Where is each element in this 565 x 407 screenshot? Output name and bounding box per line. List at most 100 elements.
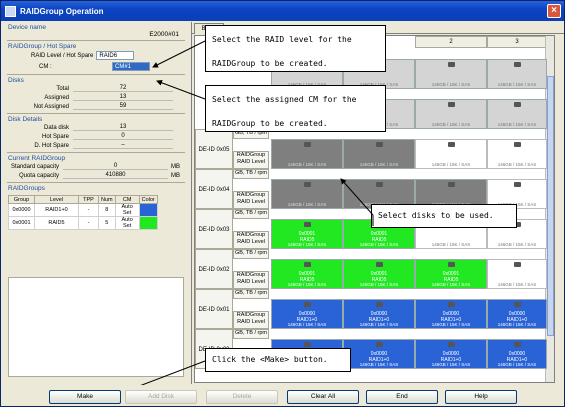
de-id-label: DE-ID 0x01 <box>195 289 233 329</box>
col-group[interactable]: Group <box>8 195 35 204</box>
disk-icon <box>375 142 383 147</box>
disk-icon <box>513 222 521 227</box>
disk-slot[interactable]: 146GB / 15K / SAS <box>487 259 547 289</box>
table-row[interactable]: 0x0001 RAID5 - 5 Auto Set <box>8 216 158 230</box>
raidgroups-title: RAIDGroups <box>8 185 45 192</box>
disk-spec: 146GB / 15K / SAS <box>360 82 399 87</box>
disks-total-value: 72 <box>73 85 173 92</box>
clear-all-button[interactable]: Clear All <box>287 390 359 404</box>
disk-slot[interactable]: 146GB / 15K / SAS <box>343 139 415 169</box>
row-side-level-text: RAID Level <box>237 199 265 205</box>
disk-icon <box>375 342 383 347</box>
disk-spec: 146GB / 15K / SAS <box>431 322 471 327</box>
disk-spec: 146GB / 15K / SAS <box>359 322 399 327</box>
raidgroup-id: 0x0000 <box>508 311 526 317</box>
row-side-size: GB, TB / rpm <box>233 329 269 339</box>
quota-capacity-label: Quota capacity <box>18 172 59 179</box>
disk-icon <box>303 302 311 307</box>
disk-spec: 146GB / 15K / SAS <box>359 362 399 367</box>
disk-spec: 146GB / 15K / SAS <box>287 242 327 247</box>
data-disk-label: Data disk <box>43 124 69 131</box>
divider <box>7 74 185 75</box>
d-hot-spare-row: D. Hot Spare– <box>3 141 189 150</box>
add-disk-button[interactable]: Add Disk <box>125 390 197 404</box>
disk-icon <box>303 182 311 187</box>
de-id-label: DE-ID 0x05 <box>195 129 233 169</box>
disks-assigned-label: Assigned <box>44 94 69 101</box>
disk-spec: 146GB / 15K / SAS <box>431 162 471 167</box>
raidgroup-level: RAID5 <box>371 277 387 283</box>
disk-spec: 146GB / 15K / SAS <box>287 202 327 207</box>
disk-icon <box>447 62 455 67</box>
disks-total-row: Total 72 <box>3 84 189 93</box>
cell-group: 0x0000 <box>8 203 35 217</box>
disk-slot[interactable]: 146GB / 15K / SAS <box>487 139 547 169</box>
make-button[interactable]: Make <box>49 390 121 404</box>
col-tpp[interactable]: TPP <box>78 195 99 204</box>
col-color[interactable]: Color <box>138 195 158 204</box>
disk-slot[interactable]: 146GB / 15K / SAS <box>271 179 343 209</box>
d-hot-spare-value: – <box>73 142 173 149</box>
divider <box>7 182 185 183</box>
cm-select[interactable]: CM#1 <box>112 62 150 71</box>
disk-icon <box>513 262 521 267</box>
raidgroup-id: 0x0000 <box>442 351 460 357</box>
raidgroups-list-area <box>8 277 184 377</box>
cm-label: CM : <box>39 63 52 70</box>
disk-slot[interactable]: 146GB / 15K / SAS <box>487 99 547 129</box>
divider <box>7 113 185 114</box>
disk-slot[interactable]: 146GB / 15K / SAS <box>271 139 343 169</box>
divider <box>7 40 185 41</box>
disk-spec: 146GB / 15K / SAS <box>359 242 399 247</box>
disk-slot[interactable]: 146GB / 15K / SAS <box>487 59 547 89</box>
raidgroup-level: RAID1+0 <box>506 317 528 323</box>
callout-disks: Select disks to be used. <box>371 204 517 228</box>
raid-level-label: RAID Level / Hot Spare <box>31 52 94 59</box>
col-num[interactable]: Num <box>98 195 116 204</box>
scrollbar-thumb[interactable] <box>547 76 554 336</box>
raidgroup-level: RAID5 <box>299 237 315 243</box>
end-button[interactable]: End <box>366 390 438 404</box>
disk-slot[interactable]: 146GB / 15K / SAS <box>415 139 487 169</box>
disks-total-label: Total <box>56 85 69 92</box>
raidgroup-level: RAID5 <box>299 277 315 283</box>
delete-button[interactable]: Delete <box>206 390 278 404</box>
raid-level-select[interactable]: RAID6 <box>96 51 135 60</box>
col-level[interactable]: Level <box>34 195 79 204</box>
close-button[interactable]: × <box>547 4 561 18</box>
raidgroup-id: 0x0001 <box>370 231 388 237</box>
disk-icon <box>513 62 521 67</box>
disk-spec: 146GB / 15K / SAS <box>359 282 399 287</box>
table-row[interactable]: 0x0000 RAID1+0 - 8 Auto Set <box>8 203 158 217</box>
disk-icon <box>303 142 311 147</box>
disk-slot[interactable]: 146GB / 15K / SAS <box>415 99 487 129</box>
callout-raid-level-line1: Select the RAID level for the <box>212 35 352 44</box>
cell-color-blue <box>138 203 158 217</box>
disks-not-assigned-value: 59 <box>73 103 173 110</box>
grid-scrollbar[interactable] <box>545 36 554 382</box>
disk-slot[interactable]: 146GB / 15K / SAS <box>415 59 487 89</box>
col-cm[interactable]: CM <box>114 195 140 204</box>
help-button[interactable]: Help <box>445 390 517 404</box>
callout-cm-line1: Select the assigned CM for the <box>212 95 357 104</box>
